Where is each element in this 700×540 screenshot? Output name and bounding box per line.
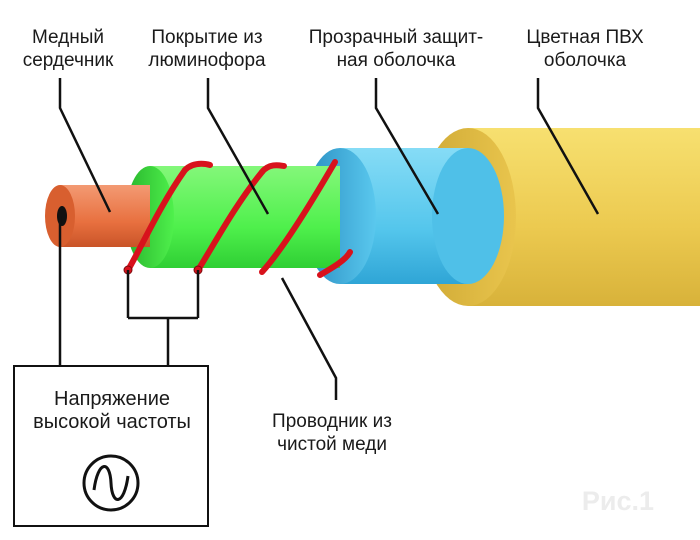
conductor-wire-helix bbox=[125, 159, 353, 278]
label-pvc-line2: оболочка bbox=[543, 50, 627, 71]
label-clear-jacket-line1: Прозрачный защит- bbox=[308, 27, 484, 48]
label-clear-jacket: Прозрачный защит- ная оболочка bbox=[286, 26, 506, 72]
label-phosphor-line2: люминофора bbox=[148, 50, 266, 71]
sine-wave-icon bbox=[82, 454, 140, 512]
label-pvc-jacket: Цветная ПВХ оболочка bbox=[504, 26, 666, 72]
label-clear-jacket-line2: ная оболочка bbox=[336, 50, 456, 71]
clear-jacket-segment bbox=[304, 148, 504, 284]
leader-line-pvc bbox=[536, 78, 600, 215]
label-copper-core-line2: сердечник bbox=[22, 50, 114, 71]
leader-line-clear-jacket bbox=[374, 78, 440, 215]
label-phosphor-coating: Покрытие из люминофора bbox=[128, 26, 286, 72]
label-conductor: Проводник из чистой меди bbox=[243, 410, 421, 456]
label-conductor-line2: чистой меди bbox=[277, 434, 387, 455]
label-copper-core: Медный сердечник bbox=[4, 26, 132, 72]
label-copper-core-line1: Медный bbox=[31, 27, 105, 48]
leader-line-phosphor bbox=[206, 78, 270, 215]
label-voltage-source-line1: Напряжение bbox=[54, 388, 170, 410]
circuit-wiring bbox=[58, 216, 200, 366]
figure-watermark: Рис.1 bbox=[581, 486, 655, 516]
leader-lines bbox=[58, 78, 600, 400]
leader-line-conductor bbox=[280, 277, 338, 400]
label-conductor-line1: Проводник из bbox=[272, 411, 392, 432]
label-pvc-line1: Цветная ПВХ bbox=[526, 27, 644, 48]
label-voltage-source: Напряжение высокой частоты bbox=[14, 388, 210, 434]
label-voltage-source-line2: высокой частоты bbox=[33, 411, 191, 433]
label-phosphor-line1: Покрытие из bbox=[151, 27, 263, 48]
leader-line-copper bbox=[58, 78, 112, 213]
